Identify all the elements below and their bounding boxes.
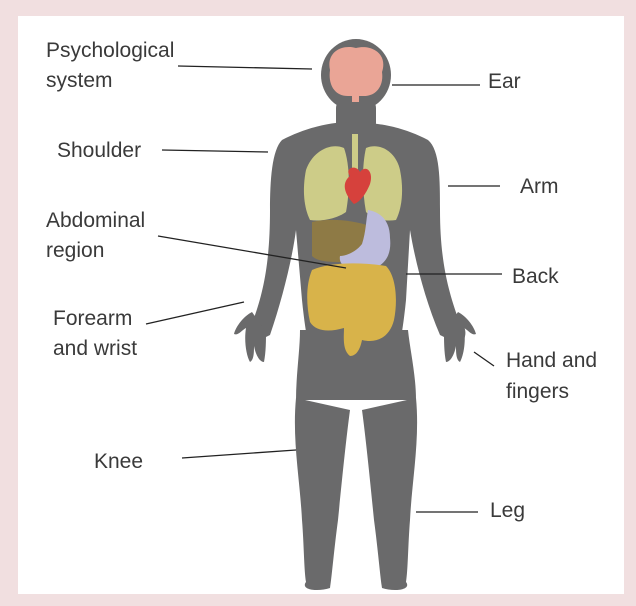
label-back: Back [512, 262, 559, 292]
label-ear: Ear [488, 67, 521, 97]
label-hand: Hand and [506, 346, 597, 376]
brain-stem [352, 94, 359, 102]
hand-line [474, 352, 494, 366]
label-psychological-system: system [46, 66, 113, 96]
label-psychological: Psychological [46, 36, 174, 66]
label-leg: Leg [490, 496, 525, 526]
trachea [352, 134, 358, 170]
label-abdominal-region: region [46, 236, 104, 266]
label-forearm-wrist: and wrist [53, 334, 137, 364]
shoulder-line [162, 150, 268, 152]
brain [329, 47, 383, 96]
label-arm: Arm [520, 172, 559, 202]
knee-line [182, 450, 296, 458]
psychological-line [178, 66, 312, 69]
label-abdominal: Abdominal [46, 206, 145, 236]
label-knee: Knee [94, 447, 143, 477]
label-hand-fingers: fingers [506, 377, 569, 407]
label-shoulder: Shoulder [57, 136, 141, 166]
forearm-line [146, 302, 244, 324]
organs [304, 47, 402, 356]
label-forearm: Forearm [53, 304, 132, 334]
